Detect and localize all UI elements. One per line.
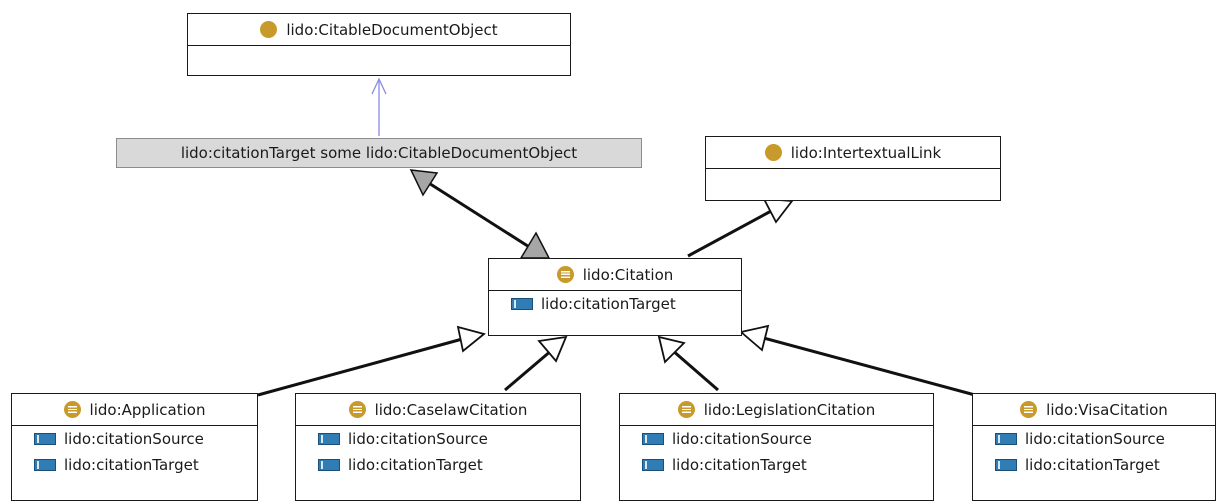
defined-class-icon: [1020, 401, 1038, 418]
class-box-citable-document-object[interactable]: lido:CitableDocumentObject: [187, 13, 571, 76]
citation-to-restriction-edge: [409, 169, 551, 259]
property-icon: [995, 433, 1017, 445]
property-name: lido:citationTarget: [348, 456, 483, 474]
class-box-citation[interactable]: lido:Citation lido:citationTarget: [488, 258, 742, 336]
property-row[interactable]: lido:citationTarget: [12, 452, 257, 478]
class-name: lido:CaselawCitation: [374, 400, 528, 419]
property-icon: [642, 459, 664, 471]
class-name: lido:Citation: [582, 265, 674, 284]
property-icon: [318, 459, 340, 471]
class-title: lido:CaselawCitation: [296, 394, 580, 426]
class-box-legislation-citation[interactable]: lido:LegislationCitation lido:citationSo…: [619, 393, 934, 501]
property-icon: [318, 433, 340, 445]
property-name: lido:citationSource: [672, 430, 812, 448]
defined-class-icon: [348, 401, 366, 418]
class-title: lido:Application: [12, 394, 257, 426]
restriction-to-citable-edge: [371, 77, 387, 136]
property-icon: [511, 298, 533, 310]
class-title: lido:Citation: [489, 259, 741, 291]
class-title: lido:CitableDocumentObject: [188, 14, 570, 46]
property-name: lido:citationTarget: [672, 456, 807, 474]
class-name: lido:CitableDocumentObject: [286, 20, 498, 39]
class-title: lido:IntertextualLink: [706, 137, 1000, 169]
property-name: lido:citationSource: [1025, 430, 1165, 448]
property-row[interactable]: lido:citationTarget: [296, 452, 580, 478]
restriction-box[interactable]: lido:citationTarget some lido:CitableDoc…: [116, 138, 642, 168]
property-row[interactable]: lido:citationTarget: [620, 452, 933, 478]
application-to-citation-edge: [257, 325, 486, 397]
class-icon: [764, 144, 782, 161]
property-icon: [34, 433, 56, 445]
restriction-label: lido:citationTarget some lido:CitableDoc…: [180, 144, 578, 162]
visa-to-citation-edge: [739, 324, 976, 397]
class-name: lido:VisaCitation: [1046, 400, 1168, 419]
class-name: lido:Application: [89, 400, 206, 419]
defined-class-icon: [63, 401, 81, 418]
property-name: lido:citationSource: [64, 430, 204, 448]
defined-class-icon: [677, 401, 695, 418]
property-row[interactable]: lido:citationTarget: [489, 291, 741, 317]
class-title: lido:LegislationCitation: [620, 394, 933, 426]
class-box-caselaw-citation[interactable]: lido:CaselawCitation lido:citationSource…: [295, 393, 581, 501]
property-icon: [34, 459, 56, 471]
class-title: lido:VisaCitation: [973, 394, 1215, 426]
citation-to-intertextual-edge: [687, 197, 794, 258]
class-name: lido:IntertextualLink: [790, 143, 942, 162]
property-row[interactable]: lido:citationTarget: [973, 452, 1215, 478]
property-name: lido:citationTarget: [541, 295, 676, 313]
class-name: lido:LegislationCitation: [703, 400, 876, 419]
caselaw-to-citation-edge: [504, 335, 568, 392]
property-icon: [642, 433, 664, 445]
property-row[interactable]: lido:citationSource: [12, 426, 257, 452]
property-row[interactable]: lido:citationSource: [973, 426, 1215, 452]
property-name: lido:citationSource: [348, 430, 488, 448]
class-icon: [260, 21, 278, 38]
property-row[interactable]: lido:citationSource: [620, 426, 933, 452]
class-box-intertextual-link[interactable]: lido:IntertextualLink: [705, 136, 1001, 201]
property-name: lido:citationTarget: [64, 456, 199, 474]
class-box-visa-citation[interactable]: lido:VisaCitation lido:citationSource li…: [972, 393, 1216, 501]
property-name: lido:citationTarget: [1025, 456, 1160, 474]
property-row[interactable]: lido:citationSource: [296, 426, 580, 452]
defined-class-icon: [556, 266, 574, 283]
class-box-application[interactable]: lido:Application lido:citationSource lid…: [11, 393, 258, 501]
legislation-to-citation-edge: [657, 335, 719, 392]
property-icon: [995, 459, 1017, 471]
